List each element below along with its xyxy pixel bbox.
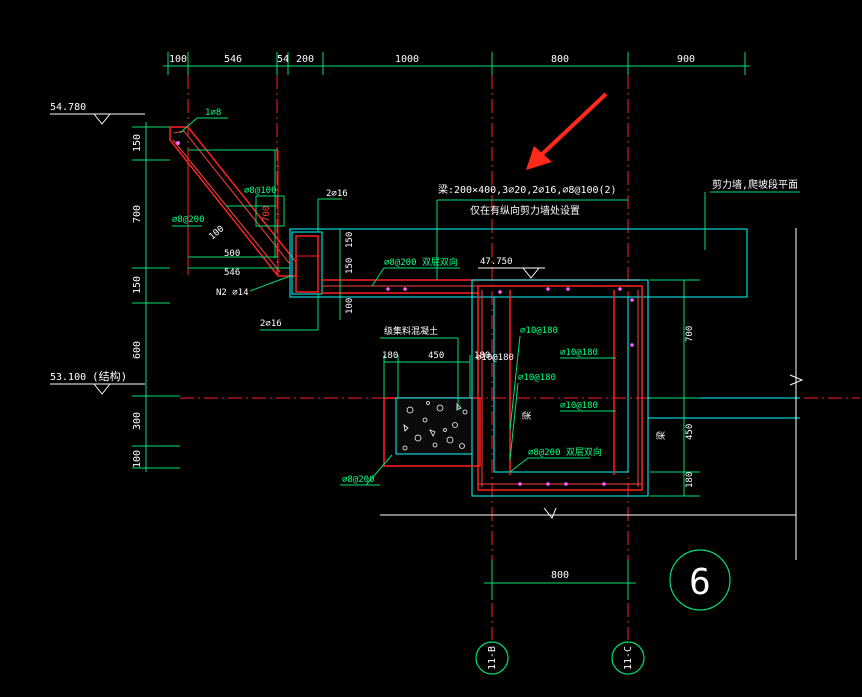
beam-callout-line2: 仅在有纵向剪力墙处设置 (470, 204, 580, 217)
top-dimension-texts: 100 546 54 200 1000 800 900 (169, 54, 695, 65)
fill-labels: 级集料混凝土 180 450 180 ⌀8@200 (342, 325, 490, 485)
bottom-dimension: 800 (484, 560, 636, 600)
dim-54: 54 (277, 54, 289, 65)
label-pit-bar: ⌀8@200 (342, 475, 375, 485)
pit-labels: ⌀10@180 ⌀10@180 ⌀10@180 ⌀10@180 ⌀10@180 … (476, 326, 695, 488)
axis-lines (180, 75, 860, 640)
label-right-700: 700 (685, 326, 695, 342)
label-top-bar: 1⌀8 (205, 108, 221, 118)
beam-callout-line1: 梁:200×400,3⌀20,2⌀16,⌀8@100(2) (438, 183, 617, 196)
label-diag-100: 100 (208, 224, 227, 242)
fill-pocket (340, 337, 481, 486)
elevation-top: 54.780 (50, 102, 145, 125)
dim-200: 200 (296, 54, 314, 65)
ldim-300: 300 (132, 412, 143, 430)
label-right-180: 180 (685, 472, 695, 488)
label-diag-a: ⌀8@100 (244, 186, 277, 196)
dim-1000: 1000 (395, 54, 419, 65)
label-col-bar2: ⌀10@180 (560, 348, 598, 358)
label-bot-546: 546 (224, 268, 240, 278)
dim-900: 900 (677, 54, 695, 65)
label-col-bar5: ⌀10@180 (476, 353, 514, 363)
label-bot-2d16: 2⌀16 (260, 319, 282, 329)
dim-100: 100 (169, 54, 187, 65)
left-dimension-chain (132, 122, 180, 472)
label-col-bar1: ⌀10@180 (520, 326, 558, 336)
top-dimension-chain (163, 52, 750, 75)
label-n2: N2 ⌀14 (216, 288, 249, 298)
label-col-bar3: ⌀10@180 (518, 373, 556, 383)
bottom-dim-800: 800 (551, 570, 569, 581)
label-beam-word: 梁 (521, 411, 533, 420)
label-fill: 级集料混凝土 (384, 325, 438, 337)
label-col-bar4: ⌀10@180 (560, 401, 598, 411)
label-d150b: 150 (345, 258, 355, 274)
axis-11-B: 11-B (487, 646, 498, 670)
label-d100: 100 (345, 298, 355, 314)
axis-bubbles: 11-B 11-C (475, 641, 645, 675)
label-fill-180b: 180 (474, 351, 490, 361)
left-dimension-texts: 150 700 150 600 300 100 (132, 134, 143, 468)
label-diag-b: ⌀8@200 (172, 215, 205, 225)
label-diag-700: 700 (262, 206, 272, 222)
highlight-arrow (526, 92, 608, 170)
label-beam-word2: 梁 (655, 431, 667, 440)
ldim-700: 700 (132, 205, 143, 223)
label-right-450: 450 (685, 424, 695, 440)
ldim-600: 600 (132, 341, 143, 359)
axis-11-C: 11-C (623, 646, 634, 670)
ldim-100: 100 (132, 450, 143, 468)
label-fill-450: 450 (428, 351, 444, 361)
ldim-150a: 150 (132, 134, 143, 152)
label-bot-500: 500 (224, 249, 240, 259)
label-base-bars: ⌀8@200 双层双向 (528, 446, 602, 458)
right-note: 剪力墙,爬坡段平面 (712, 178, 798, 191)
label-slab-bars: ⌀8@200 双层双向 (384, 256, 458, 268)
label-d150a: 150 (345, 232, 355, 248)
elevation-mid-text: 47.750 (480, 257, 513, 267)
ldim-150b: 150 (132, 276, 143, 294)
pit-structure (380, 228, 804, 560)
elevation-bottom: 53.100 (结构) (50, 369, 145, 395)
label-fill-180: 180 (382, 351, 398, 361)
label-top-2d16: 2⌀16 (326, 189, 348, 199)
dim-800: 800 (551, 54, 569, 65)
dim-546: 546 (224, 54, 242, 65)
elevation-bottom-text: 53.100 (50, 372, 86, 383)
detail-number: 6 (689, 562, 711, 603)
top-beam-labels: 2⌀16 2⌀16 150 150 100 ⌀8@200 双层双向 梁:200×… (260, 178, 798, 329)
elevation-bottom-note: (结构) (92, 369, 127, 383)
elevation-top-text: 54.780 (50, 102, 86, 113)
detail-marker: 6 (669, 549, 731, 611)
aggregate-hatch (402, 401, 468, 451)
